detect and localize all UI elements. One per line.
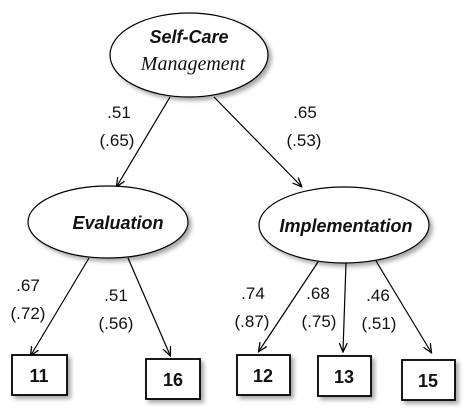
indicator-label-15: 15 [418, 371, 438, 391]
indicator-box-11 [11, 354, 68, 396]
indicator-16: 16 [145, 358, 201, 400]
coef-implementation-to-15: .46 (.51) [362, 286, 397, 333]
indicator-box-12 [236, 354, 291, 396]
latent-implementation: Implementation [258, 186, 430, 264]
edge-implementation-to-13 [343, 262, 346, 351]
indicator-label-11: 11 [29, 366, 48, 386]
coef-std: .51 [104, 286, 128, 305]
indicator-13: 13 [317, 355, 372, 397]
latent-oval-self-care-management [109, 12, 269, 98]
indicator-label-13: 13 [334, 367, 354, 387]
edge-implementation-to-12 [259, 261, 319, 351]
coef-top-to-implementation: .65 (.53) [287, 103, 322, 150]
indicator-11: 11 [11, 354, 68, 396]
coef-implementation-to-12: .74 (.87) [235, 284, 270, 331]
coef-unstd: (.51) [362, 314, 397, 333]
coef-unstd: (.56) [99, 314, 134, 333]
coef-std: .46 [366, 286, 390, 305]
edge-evaluation-to-11 [31, 257, 90, 355]
latent-evaluation: Evaluation [27, 185, 189, 259]
indicator-box-15 [401, 359, 456, 401]
coef-unstd: (.53) [287, 131, 322, 150]
coef-top-to-evaluation: .51 (.65) [100, 103, 135, 150]
coef-std: .51 [107, 103, 131, 122]
edge-evaluation-to-16 [127, 257, 170, 355]
edge-top-to-evaluation [117, 96, 171, 186]
indicator-15: 15 [401, 359, 456, 401]
indicator-box-16 [145, 358, 201, 400]
coef-std: .68 [306, 284, 330, 303]
indicator-label-12: 12 [253, 366, 273, 386]
coef-unstd: (.65) [100, 131, 135, 150]
coef-unstd: (.75) [302, 312, 337, 331]
edge-implementation-to-15 [375, 260, 431, 352]
coef-evaluation-to-11: .67 (.72) [11, 276, 46, 323]
indicator-box-13 [317, 355, 372, 397]
implementation-label: Implementation [279, 216, 412, 236]
coef-evaluation-to-16: .51 (.56) [99, 286, 134, 333]
indicator-12: 12 [236, 354, 291, 396]
coef-std: .74 [241, 284, 265, 303]
coef-unstd: (.87) [235, 312, 270, 331]
coef-unstd: (.72) [11, 304, 46, 323]
edge-top-to-implementation [213, 96, 301, 186]
self-care-label: Self-Care [149, 27, 228, 47]
latent-oval-evaluation [27, 185, 189, 259]
coef-implementation-to-13: .68 (.75) [302, 284, 337, 331]
management-label: Management [140, 53, 246, 75]
coef-std: .65 [293, 103, 317, 122]
latent-self-care-management: Self-Care Management [109, 12, 269, 98]
coef-std: .67 [16, 276, 40, 295]
latent-oval-implementation [258, 186, 430, 264]
evaluation-label: Evaluation [72, 213, 163, 233]
indicator-label-16: 16 [163, 370, 183, 390]
